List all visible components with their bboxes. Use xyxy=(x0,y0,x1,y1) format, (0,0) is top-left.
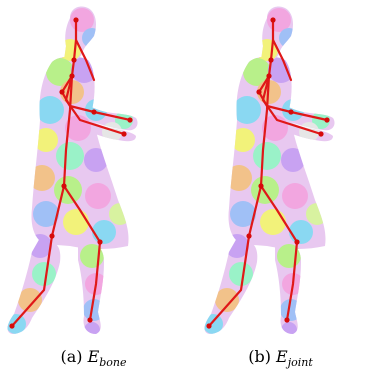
caption-symbol: E xyxy=(276,347,288,366)
caption-symbol: E xyxy=(88,347,100,366)
mesh-patches-a xyxy=(0,0,187,336)
mesh-patches-b xyxy=(187,0,374,336)
caption-subscript: bone xyxy=(99,356,126,369)
caption-subscript: joint xyxy=(288,356,313,369)
mesh-figure-b xyxy=(187,0,374,336)
caption-label: (b) xyxy=(248,347,271,366)
caption-a: (a) Ebone xyxy=(0,347,187,369)
mesh-figure-a xyxy=(0,0,187,336)
caption-b: (b) Ejoint xyxy=(187,347,374,369)
caption-label: (a) xyxy=(60,347,82,366)
panel-a: (a) Ebone xyxy=(0,0,187,376)
panel-b: (b) Ejoint xyxy=(187,0,374,376)
